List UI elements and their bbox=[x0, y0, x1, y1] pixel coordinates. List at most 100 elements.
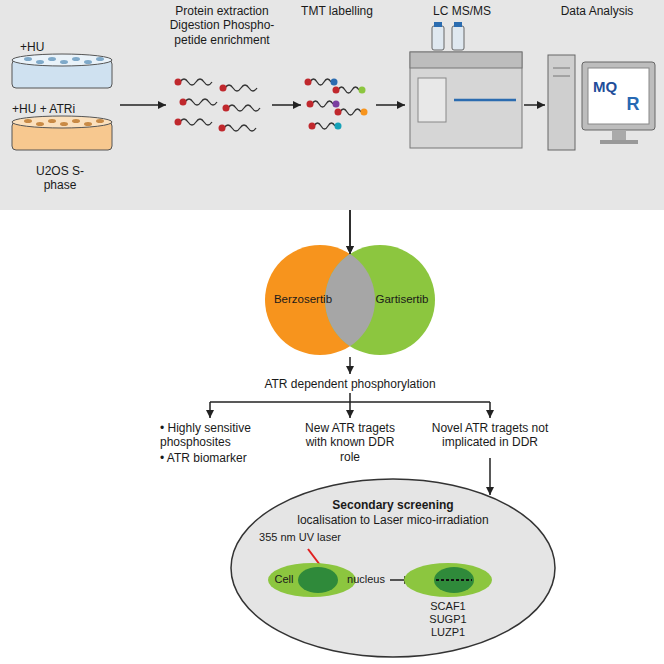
ellipse-shape bbox=[231, 479, 555, 657]
peptide bbox=[180, 79, 212, 85]
label-text: • ATR biomarker bbox=[160, 451, 247, 465]
monitor-base bbox=[600, 140, 638, 144]
phospho-dot bbox=[223, 105, 230, 112]
monitor-stand bbox=[612, 130, 626, 140]
node-text: +HU + ATRi bbox=[12, 102, 75, 116]
venn-overlap bbox=[325, 245, 435, 355]
cell-dot bbox=[24, 119, 32, 123]
workflow-arrow bbox=[272, 104, 301, 106]
peptide bbox=[338, 87, 359, 93]
cell-dot bbox=[96, 57, 104, 61]
node-text: Protein extraction Digestion Phospho-pet… bbox=[160, 4, 285, 47]
branch-arrow bbox=[349, 402, 351, 418]
label-text: New ATR tragets with known DDR role bbox=[295, 421, 405, 464]
laser-beam bbox=[308, 549, 320, 565]
monitor-screen bbox=[588, 68, 649, 124]
peptide bbox=[310, 79, 331, 85]
circle-shape bbox=[325, 245, 435, 355]
node-text: localisation to Laser mico-irradiation bbox=[297, 513, 488, 527]
node-text: Data Analysis bbox=[561, 4, 634, 18]
phospho-dot bbox=[175, 119, 182, 126]
peptide bbox=[228, 105, 260, 111]
nucleus-shape bbox=[434, 567, 474, 593]
node-text: LC MS/MS bbox=[433, 4, 491, 18]
ms-line bbox=[454, 99, 516, 102]
peptide bbox=[312, 101, 333, 107]
dish-lid bbox=[12, 116, 112, 128]
connector bbox=[349, 210, 351, 254]
label-text: Cell bbox=[275, 573, 294, 586]
node-text: TMT labelling bbox=[301, 4, 373, 18]
cell-dot bbox=[48, 57, 56, 61]
peptide bbox=[224, 125, 256, 131]
drive-slot bbox=[553, 76, 570, 77]
connector bbox=[349, 210, 351, 254]
workflow-band: Protein extraction Digestion Phospho-pet… bbox=[0, 0, 664, 210]
tmt-tag bbox=[331, 79, 338, 86]
cell-dot bbox=[72, 57, 80, 61]
label-text: ATR dependent phosphorylation bbox=[264, 377, 435, 391]
node-text: Secondary screening bbox=[332, 498, 453, 512]
cell-shape bbox=[404, 563, 492, 597]
cell-dot bbox=[48, 119, 56, 123]
cell-dot bbox=[36, 122, 44, 126]
venn-circle: Gartisertib bbox=[325, 245, 435, 355]
tmt-tag bbox=[361, 109, 368, 116]
node-text: MQ bbox=[593, 78, 617, 96]
bottle-cap bbox=[434, 22, 442, 27]
tmt-tag bbox=[359, 87, 366, 94]
node-text: Gartisertib bbox=[375, 293, 428, 307]
phospho-dot bbox=[309, 123, 316, 130]
branch-arrow bbox=[209, 402, 211, 418]
phospho-dot bbox=[220, 85, 227, 92]
peptide bbox=[185, 99, 217, 105]
node-text: +HU bbox=[20, 40, 44, 54]
petri-dish bbox=[12, 60, 112, 88]
label-text: SCAF1 SUGP1 LUZP1 bbox=[423, 600, 473, 640]
workflow-arrow bbox=[524, 104, 545, 106]
flow-arrow bbox=[349, 357, 351, 374]
node-text: R bbox=[627, 94, 640, 116]
phospho-dot bbox=[307, 101, 314, 108]
cell-shape bbox=[268, 563, 356, 597]
phospho-dot bbox=[180, 99, 187, 106]
phospho-dot bbox=[219, 125, 226, 132]
branch-arrow bbox=[489, 402, 491, 418]
workflow-arrow bbox=[120, 104, 166, 106]
solvent-bottle bbox=[432, 26, 444, 50]
cell-dot bbox=[36, 60, 44, 64]
peptide bbox=[180, 119, 212, 125]
damage-stripe bbox=[436, 579, 472, 581]
cell-dot bbox=[24, 57, 32, 61]
drive-slot bbox=[553, 68, 570, 69]
node-text: Berzosertib bbox=[274, 293, 332, 307]
bottle-cap bbox=[454, 22, 462, 27]
flow-arrow bbox=[489, 458, 491, 495]
lc-module bbox=[418, 78, 446, 122]
cell-dot bbox=[60, 60, 68, 64]
peptide bbox=[225, 85, 257, 91]
cell-dot bbox=[96, 119, 104, 123]
tree-line bbox=[349, 393, 351, 402]
flow-arrow bbox=[390, 579, 412, 581]
peptide bbox=[340, 109, 361, 115]
monitor bbox=[582, 62, 655, 130]
computer-tower bbox=[548, 55, 575, 150]
phospho-dot bbox=[335, 109, 342, 116]
solvent-bottle bbox=[452, 26, 464, 50]
workflow-arrow bbox=[376, 104, 405, 106]
nucleus-shape bbox=[298, 567, 338, 593]
instrument-panel bbox=[410, 52, 522, 68]
phospho-dot bbox=[333, 87, 340, 94]
label-text: nucleus bbox=[347, 573, 385, 586]
tmt-tag bbox=[333, 101, 340, 108]
screening-ellipse: Secondary screeninglocalisation to Laser… bbox=[230, 478, 556, 658]
tree-line bbox=[210, 401, 490, 403]
label-text: 355 nm UV laser bbox=[259, 531, 341, 544]
label-text: • Highly sensitive phosphosites bbox=[160, 421, 270, 450]
petri-dish bbox=[12, 122, 112, 150]
